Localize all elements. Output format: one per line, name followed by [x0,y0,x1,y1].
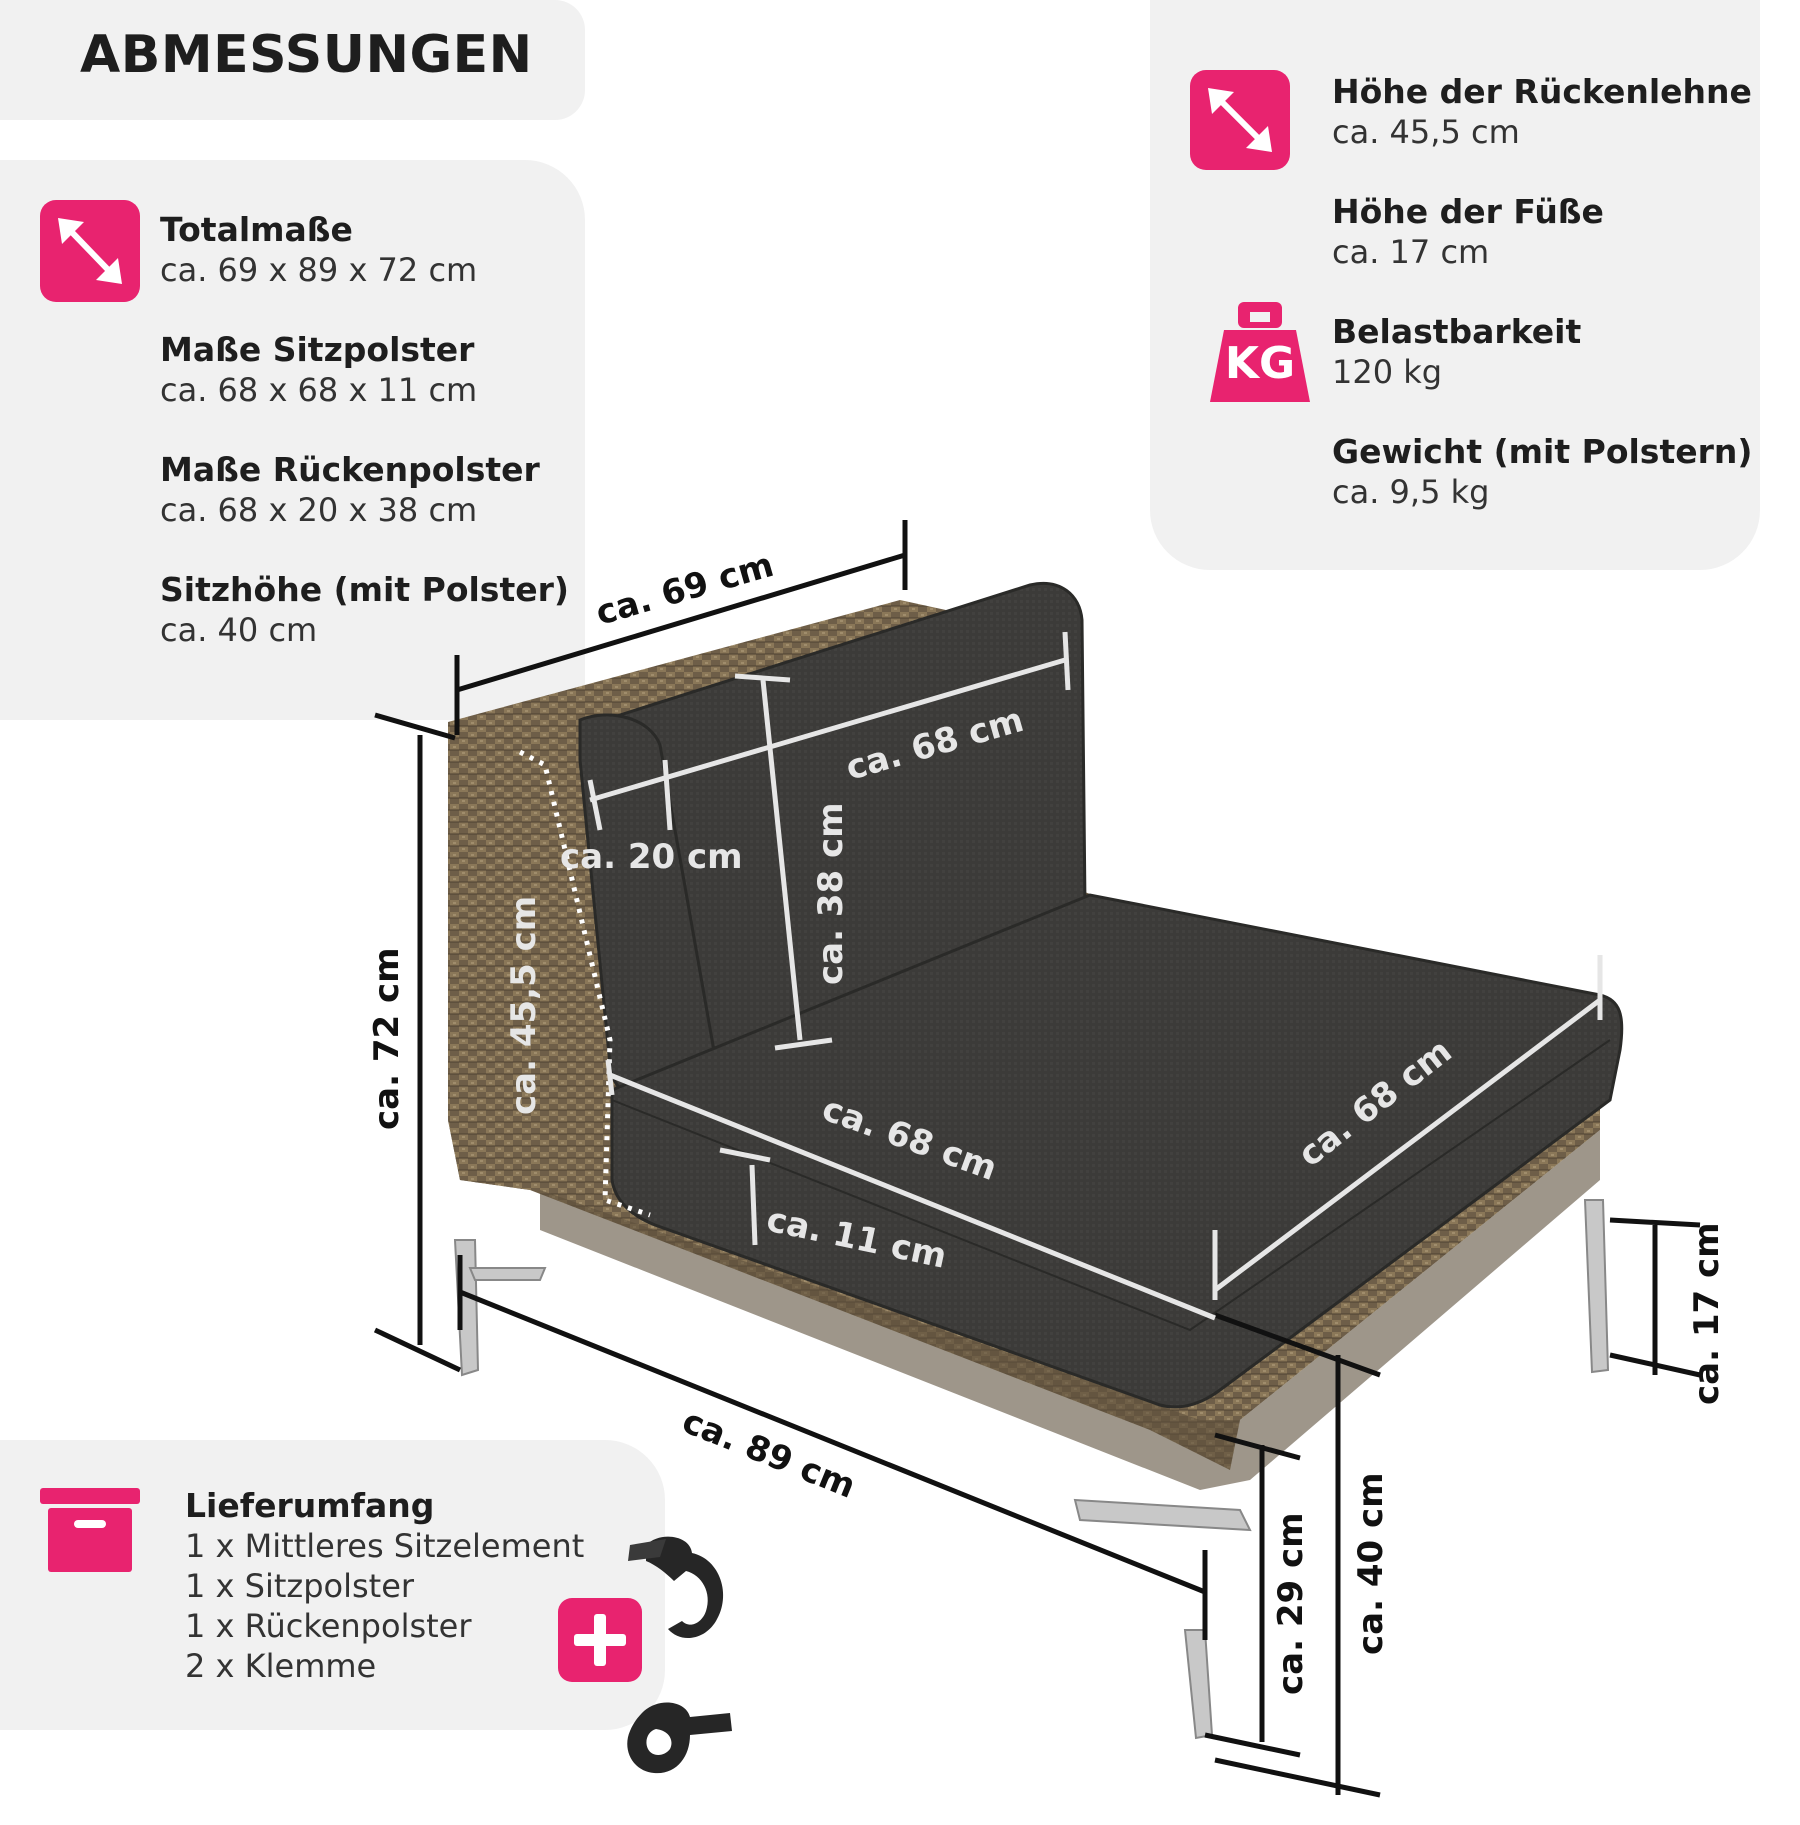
dim-leg-height: ca. 17 cm [1687,1222,1727,1405]
spec-value: ca. 69 x 89 x 72 cm [160,251,478,289]
kg-label: KG [1224,338,1296,389]
dim-total-height: ca. 72 cm [367,947,407,1130]
spec-value: ca. 9,5 kg [1332,473,1490,511]
seat-cushion [610,893,1624,1409]
spec-value: ca. 17 cm [1332,233,1490,271]
dim-seat-height: ca. 40 cm [1351,1472,1391,1655]
spec-label: Höhe der Rückenlehne [1332,72,1752,111]
spec-seat-height: Sitzhöhe (mit Polster) ca. 40 cm [160,570,569,650]
spec-label: Höhe der Füße [1332,192,1604,231]
spec-label: Totalmaße [160,210,353,249]
spec-value: ca. 45,5 cm [1332,113,1520,151]
box-icon [40,1488,140,1574]
spec-label: Sitzhöhe (mit Polster) [160,570,569,609]
chair-legs [453,1199,1610,1740]
kg-weight-icon: KG [1210,300,1310,402]
dim-back-cushion-depth: ca. 20 cm [560,837,743,877]
scope-title: Lieferumfang [185,1486,435,1525]
spec-backrest-height: Höhe der Rückenlehne ca. 45,5 cm [1332,72,1752,152]
diagonal-arrow-icon [40,200,140,302]
clamp-image [627,1536,732,1774]
scope-item: 1 x Rückenpolster [185,1607,472,1645]
title-panel [0,0,585,120]
spec-back-cushion: Maße Rückenpolster ca. 68 x 20 x 38 cm [160,450,540,530]
diagonal-arrow-icon [1190,70,1290,170]
spec-value: ca. 40 cm [160,611,318,649]
spec-label: Belastbarkeit [1332,312,1582,351]
spec-label: Maße Sitzpolster [160,330,475,369]
spec-value: ca. 68 x 68 x 11 cm [160,371,478,409]
spec-value: ca. 68 x 20 x 38 cm [160,491,478,529]
spec-total-dimensions: Totalmaße ca. 69 x 89 x 72 cm [160,210,477,290]
dim-back-cushion-height: ca. 38 cm [811,802,851,985]
delivery-scope: Lieferumfang 1 x Mittleres Sitzelement 1… [185,1486,584,1686]
dim-frame-height: ca. 29 cm [1271,1512,1311,1695]
spec-load-capacity: Belastbarkeit 120 kg [1332,312,1581,392]
dim-backrest-height: ca. 45,5 cm [504,896,544,1115]
spec-leg-height: Höhe der Füße ca. 17 cm [1332,192,1604,272]
spec-label: Gewicht (mit Polstern) [1332,432,1753,471]
page-title: ABMESSUNGEN [80,25,533,85]
spec-weight: Gewicht (mit Polstern) ca. 9,5 kg [1332,432,1752,512]
scope-item: 1 x Sitzpolster [185,1567,415,1605]
spec-value: 120 kg [1332,353,1443,391]
scope-item: 1 x Mittleres Sitzelement [185,1527,585,1565]
spec-seat-cushion: Maße Sitzpolster ca. 68 x 68 x 11 cm [160,330,477,410]
scope-item: 2 x Klemme [185,1647,377,1685]
spec-label: Maße Rückenpolster [160,450,540,489]
plus-icon [558,1598,642,1682]
